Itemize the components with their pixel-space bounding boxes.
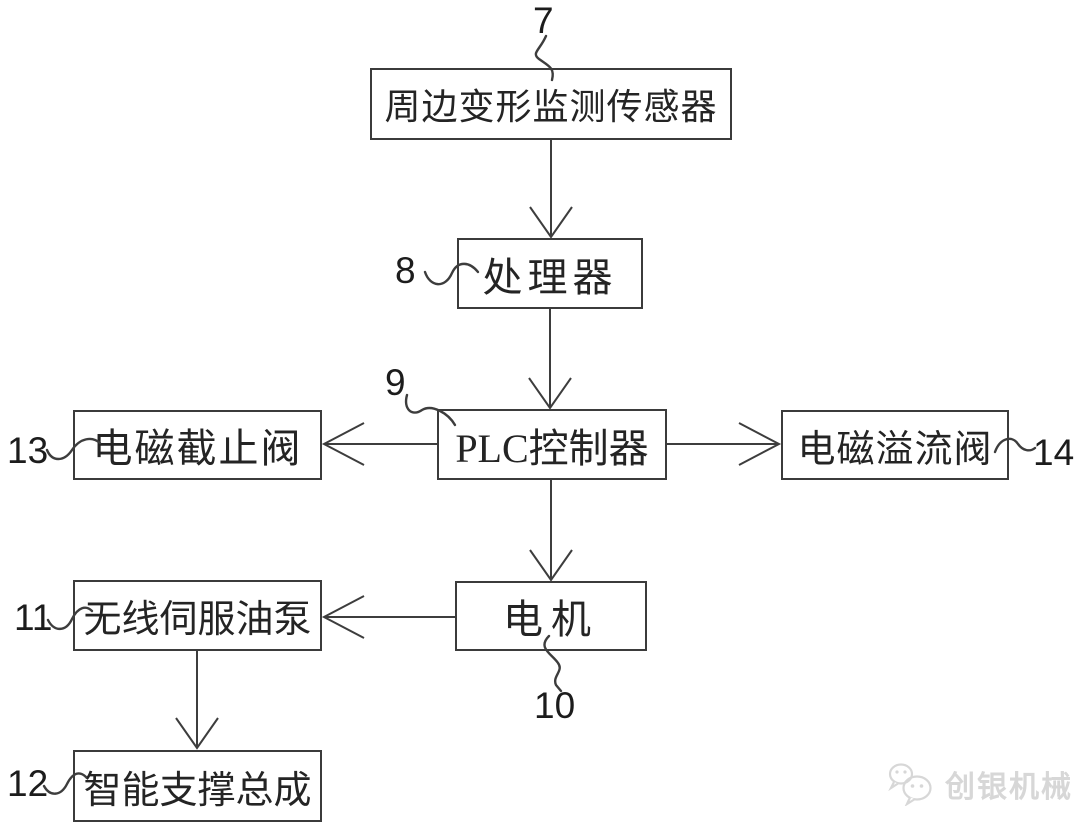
arrow-processor-to-plc [528, 309, 572, 410]
block-label: PLC控制器 [455, 425, 649, 471]
block-wireless-servo-oil-pump: 无线伺服油泵 [73, 580, 322, 651]
ref-number-8: 8 [395, 250, 416, 291]
ref-number-13: 13 [7, 430, 49, 471]
block-label: 电磁截止阀 [92, 426, 303, 471]
ref-number-14: 14 [1033, 432, 1075, 473]
block-smart-support-assembly: 智能支撑总成 [73, 750, 322, 822]
block-perimeter-deformation-sensor: 周边变形监测传感器 [370, 68, 732, 140]
arrow-plc-to-motor [529, 480, 573, 582]
block-label: 周边变形监测传感器 [384, 87, 718, 127]
chat-bubbles-logo-icon [888, 763, 932, 806]
ref-number-11: 11 [14, 597, 53, 638]
ref-number-12: 12 [7, 763, 49, 804]
ref-number-7: 7 [533, 0, 554, 41]
arrow-motor-to-pump [321, 595, 455, 639]
ref-number-9: 9 [385, 362, 406, 403]
watermark-text: 创银机械 [945, 771, 1073, 804]
arrow-sensor-to-processor [529, 140, 573, 239]
block-label: 处理器 [482, 254, 618, 300]
block-solenoid-stop-valve: 电磁截止阀 [73, 410, 322, 480]
arrow-plc-to-stop-valve [321, 422, 437, 466]
block-plc-controller: PLC控制器 [437, 409, 667, 480]
block-solenoid-relief-valve: 电磁溢流阀 [781, 410, 1009, 480]
block-label: 智能支撑总成 [83, 769, 312, 812]
block-label: 电磁溢流阀 [797, 428, 993, 471]
ref-number-10: 10 [534, 685, 576, 726]
watermark: 创银机械 [886, 762, 1073, 806]
arrow-plc-to-relief-valve [667, 422, 782, 466]
block-processor: 处理器 [457, 238, 643, 309]
arrow-pump-to-support [175, 651, 219, 750]
block-label: 电机 [503, 597, 599, 642]
block-label: 无线伺服油泵 [83, 599, 312, 641]
block-motor: 电机 [455, 581, 647, 651]
